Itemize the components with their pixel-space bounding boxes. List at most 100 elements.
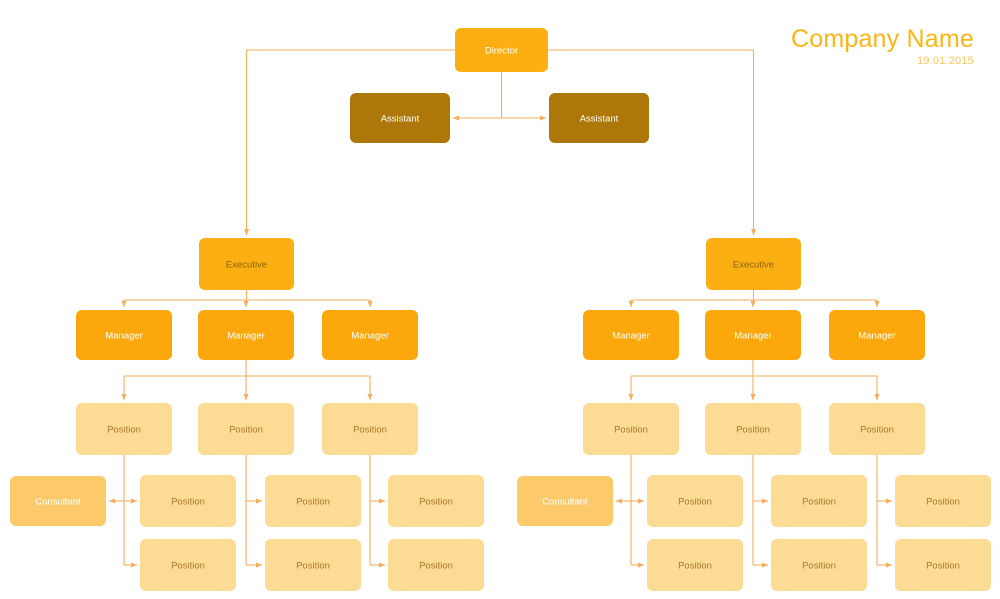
node-director[interactable]: Director [455,28,548,72]
node-box[interactable] [829,310,925,360]
node-label: Position [802,560,836,571]
node-label: Position [353,424,387,435]
node-box[interactable] [140,539,236,591]
node-consultant-left[interactable]: Consultant [10,476,106,526]
node-box[interactable] [199,238,294,290]
node-label: Position [296,560,330,571]
node-position-r1b[interactable]: Position [647,539,743,591]
node-box[interactable] [198,310,294,360]
node-box[interactable] [517,476,613,526]
node-box[interactable] [647,475,743,527]
connector [243,49,455,236]
node-box[interactable] [388,539,484,591]
node-label: Position [678,496,712,507]
node-box[interactable] [10,476,106,526]
node-position-l1a[interactable]: Position [140,475,236,527]
node-label: Position [107,424,141,435]
node-box[interactable] [76,310,172,360]
node-label: Position [171,496,205,507]
node-box[interactable] [322,403,418,455]
node-box[interactable] [322,310,418,360]
node-box[interactable] [771,539,867,591]
node-manager-r2[interactable]: Manager [705,310,801,360]
node-box[interactable] [265,539,361,591]
node-executive-left[interactable]: Executive [199,238,294,290]
node-label: Consultant [542,496,588,507]
node-label: Position [926,560,960,571]
node-manager-l2[interactable]: Manager [198,310,294,360]
node-label: Assistant [381,113,420,124]
node-label: Manager [351,330,389,341]
node-label: Manager [227,330,265,341]
node-position-r1[interactable]: Position [583,403,679,455]
connector-layer [108,49,893,568]
connector [548,49,757,236]
node-position-r2a[interactable]: Position [771,475,867,527]
node-box[interactable] [647,539,743,591]
node-box[interactable] [455,28,548,72]
node-assistant-right[interactable]: Assistant [549,93,649,143]
node-box[interactable] [895,475,991,527]
node-label: Position [614,424,648,435]
node-label: Position [229,424,263,435]
node-box[interactable] [829,403,925,455]
node-box[interactable] [388,475,484,527]
node-label: Position [171,560,205,571]
node-label: Position [926,496,960,507]
node-position-l3[interactable]: Position [322,403,418,455]
node-box[interactable] [198,403,294,455]
node-position-l2a[interactable]: Position [265,475,361,527]
node-assistant-left[interactable]: Assistant [350,93,450,143]
page-title: Company Name [790,25,974,53]
title-block: Company Name 19.01.2015 [790,25,974,68]
node-box[interactable] [140,475,236,527]
node-label: Assistant [580,113,619,124]
node-position-l2b[interactable]: Position [265,539,361,591]
node-executive-right[interactable]: Executive [706,238,801,290]
chart-date: 19.01.2015 [916,55,974,68]
node-label: Position [296,496,330,507]
node-label: Manager [734,330,772,341]
node-label: Executive [733,259,774,270]
node-label: Executive [226,259,267,270]
node-position-r3b[interactable]: Position [895,539,991,591]
node-box[interactable] [583,403,679,455]
node-box[interactable] [771,475,867,527]
node-label: Director [485,45,518,56]
node-box[interactable] [705,310,801,360]
node-position-r3a[interactable]: Position [895,475,991,527]
node-label: Consultant [35,496,81,507]
node-position-r3[interactable]: Position [829,403,925,455]
node-label: Position [419,496,453,507]
node-manager-l1[interactable]: Manager [76,310,172,360]
node-consultant-right[interactable]: Consultant [517,476,613,526]
node-position-r2[interactable]: Position [705,403,801,455]
node-box[interactable] [895,539,991,591]
node-box[interactable] [705,403,801,455]
node-label: Position [860,424,894,435]
node-label: Manager [105,330,143,341]
node-position-l2[interactable]: Position [198,403,294,455]
node-manager-r1[interactable]: Manager [583,310,679,360]
node-manager-l3[interactable]: Manager [322,310,418,360]
node-position-l1b[interactable]: Position [140,539,236,591]
node-position-r1a[interactable]: Position [647,475,743,527]
node-position-l3a[interactable]: Position [388,475,484,527]
node-box[interactable] [76,403,172,455]
node-box[interactable] [265,475,361,527]
node-label: Position [678,560,712,571]
node-manager-r3[interactable]: Manager [829,310,925,360]
node-label: Position [419,560,453,571]
node-label: Manager [612,330,650,341]
node-position-r2b[interactable]: Position [771,539,867,591]
node-position-l3b[interactable]: Position [388,539,484,591]
node-box[interactable] [350,93,450,143]
node-box[interactable] [549,93,649,143]
node-box[interactable] [583,310,679,360]
node-label: Position [736,424,770,435]
node-position-l1[interactable]: Position [76,403,172,455]
node-box[interactable] [706,238,801,290]
